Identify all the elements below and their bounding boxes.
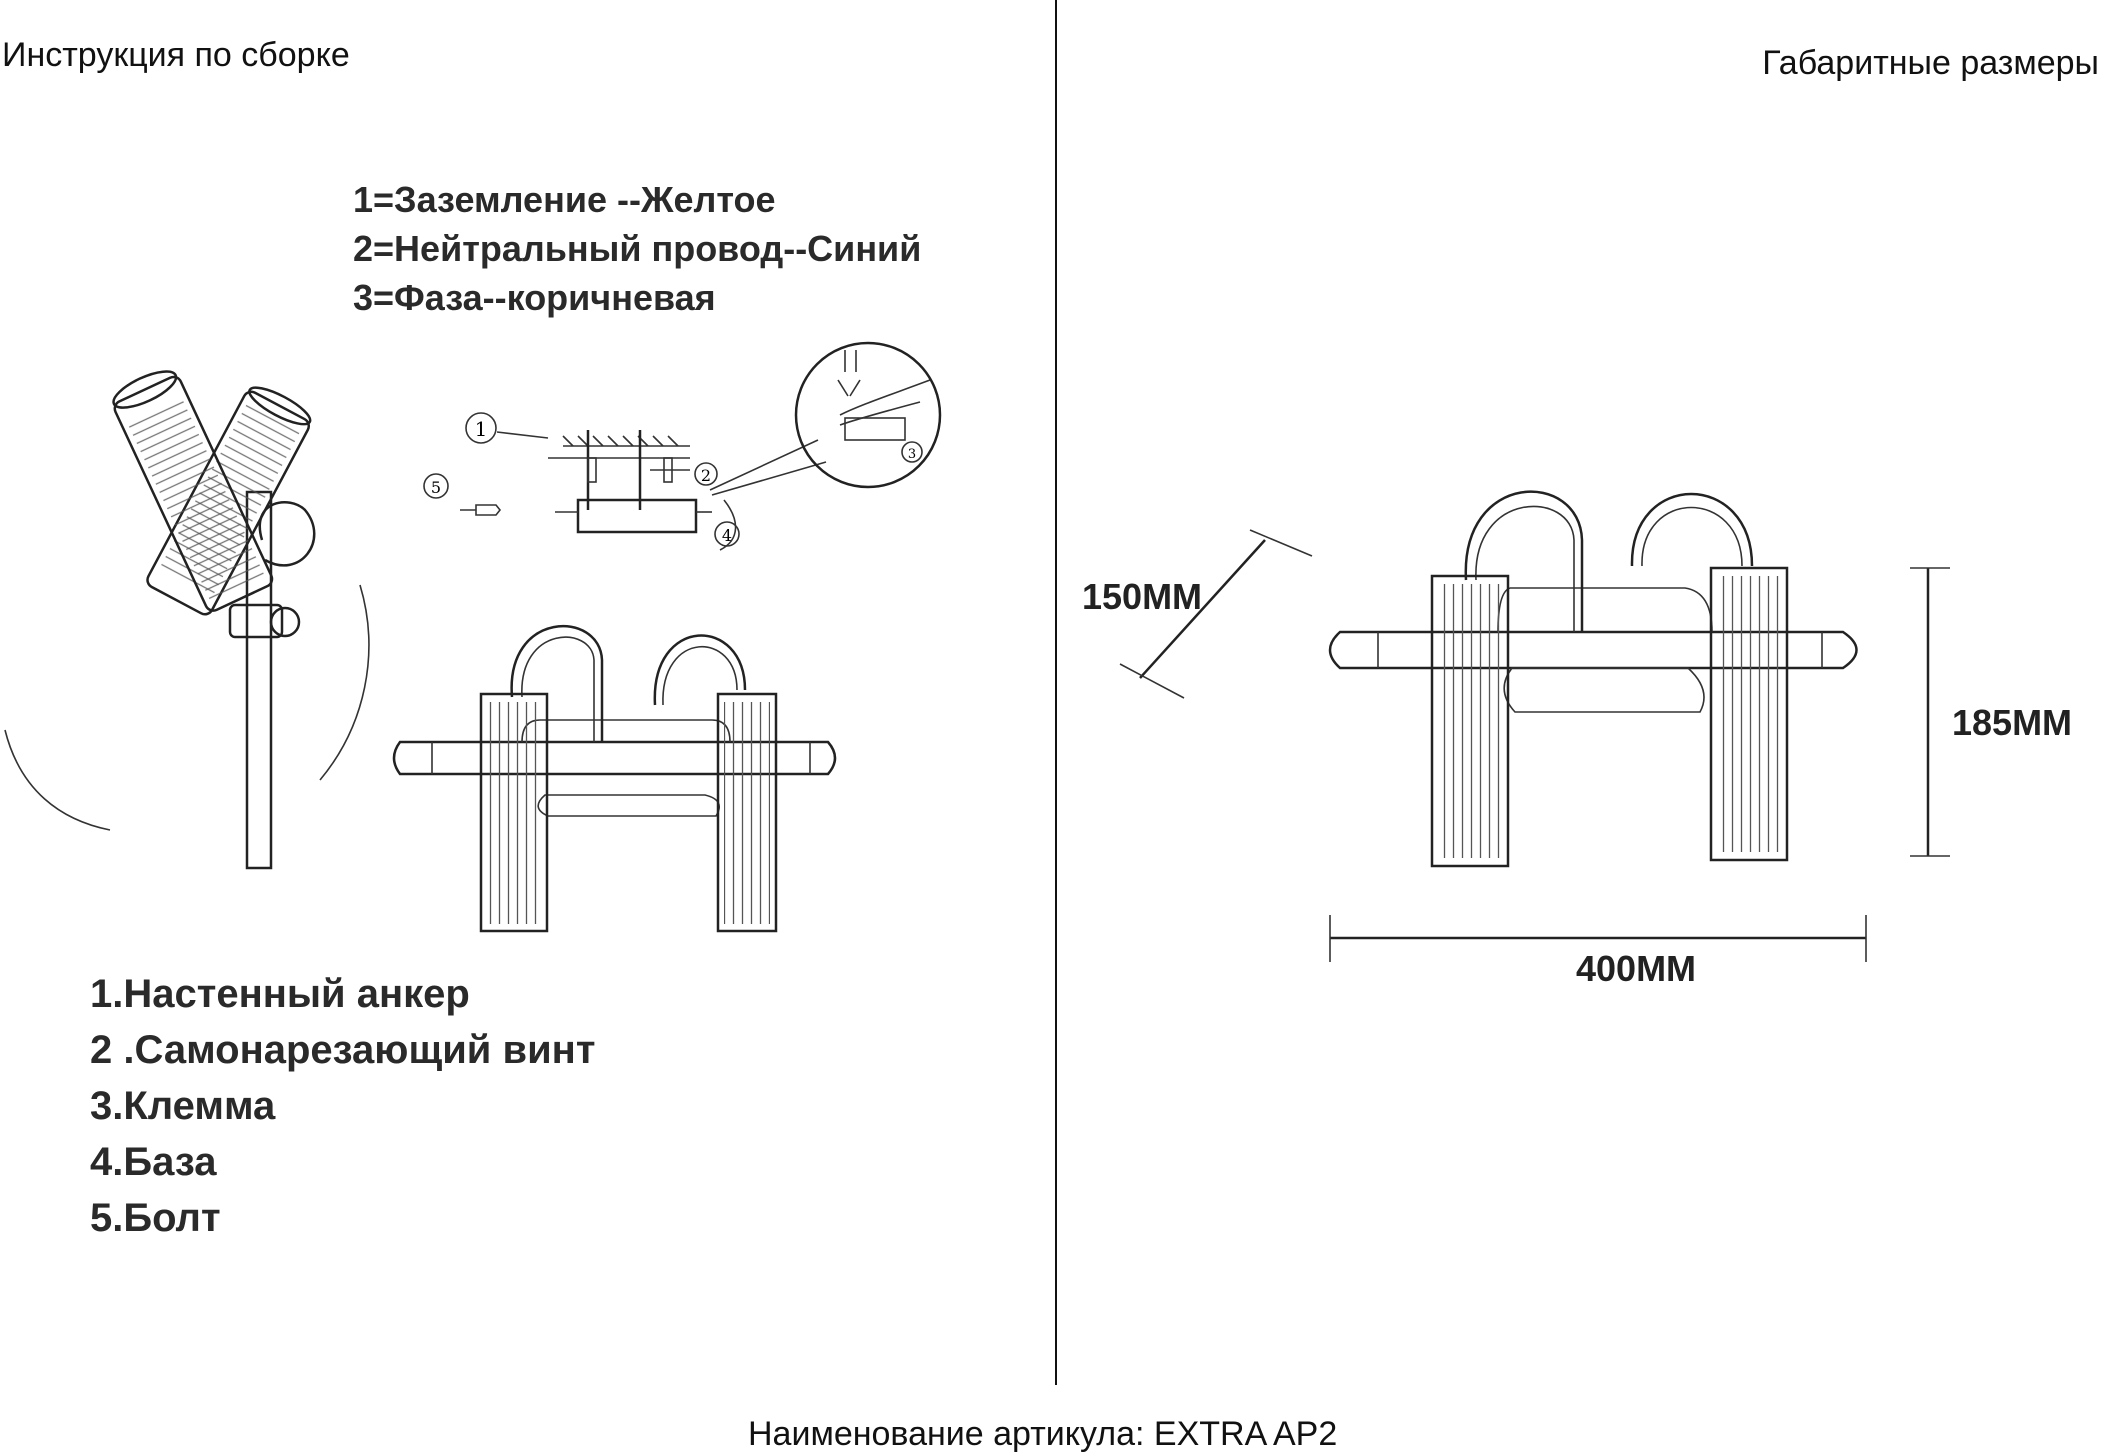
marker-5: 5 <box>431 478 441 497</box>
marker-3: 3 <box>908 447 916 462</box>
parts-item-base: 4.База <box>90 1140 217 1184</box>
dimension-lines <box>1119 529 1950 962</box>
parts-item-bolt: 5.Болт <box>90 1196 221 1240</box>
marker-4: 4 <box>722 526 732 545</box>
parts-item-self-tapping-screw: 2 .Самонарезающий винт <box>90 1028 596 1072</box>
wiring-line-neutral: 2=Нейтральный провод--Синий <box>353 228 922 269</box>
mounting-diagram: 1 2 5 4 3 <box>423 341 942 551</box>
dimension-height-label: 185MM <box>1952 702 2073 743</box>
parts-item-wall-anchor: 1.Настенный анкер <box>90 972 470 1016</box>
page-divider <box>1055 0 1057 1385</box>
side-view-lamp <box>4 370 370 870</box>
marker-1: 1 <box>475 417 488 441</box>
front-view-lamp-dimensioned <box>1328 490 1858 868</box>
wiring-line-ground: 1=Заземление --Желтое <box>353 179 776 220</box>
wiring-line-phase: 3=Фаза--коричневая <box>353 277 716 318</box>
front-view-lamp-small <box>392 624 837 933</box>
dimension-width-label: 400MM <box>1576 948 1697 989</box>
article-name: Наименование артикула: EXTRA AP2 <box>748 1415 1338 1453</box>
dimension-depth-label: 150MM <box>1082 576 1203 617</box>
assembly-instructions-title: Инструкция по сборке <box>2 36 350 74</box>
wiring-legend: 1=Заземление --Желтое 2=Нейтральный пров… <box>353 175 921 322</box>
parts-item-terminal: 3.Клемма <box>90 1084 276 1128</box>
marker-2: 2 <box>701 466 711 485</box>
parts-list: 1.Настенный анкер 2 .Самонарезающий винт… <box>90 966 595 1246</box>
overall-dimensions-title: Габаритные размеры <box>1762 44 2099 82</box>
